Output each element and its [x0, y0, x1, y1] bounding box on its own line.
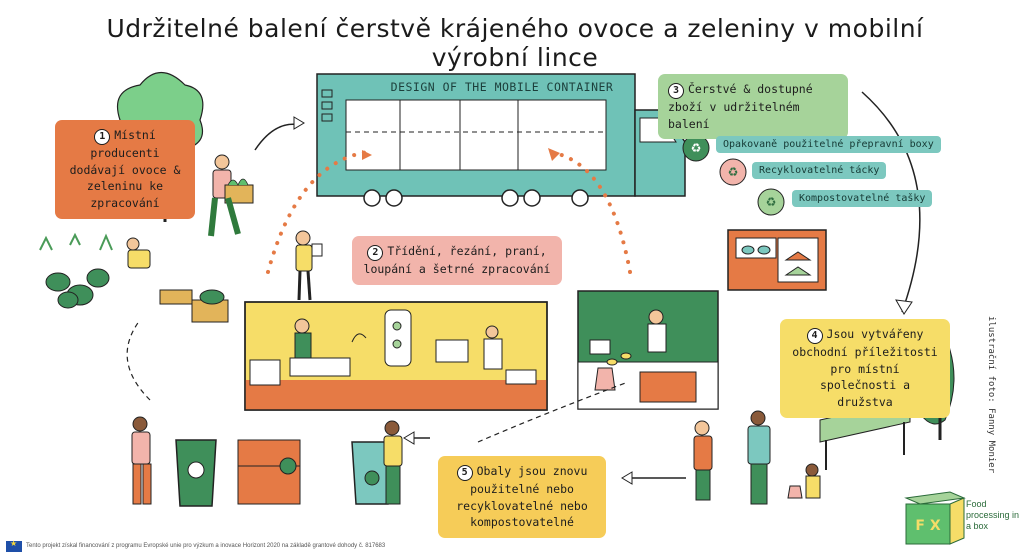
step-3-number: 3 [668, 83, 684, 99]
step-5-number: 5 [456, 465, 473, 481]
mobile-container-truck [316, 73, 686, 207]
tag-recyclable-trays: Recyklovatelné tácky [752, 162, 887, 179]
page-title: Udržitelné balení čerstvě krájeného ovoc… [106, 14, 924, 72]
step-4-number: 4 [806, 328, 823, 344]
dashed-arrow-left-loop [126, 319, 151, 401]
step-2-text: Třídění, řezání, praní, loupání a šetrné… [363, 244, 551, 276]
recycling-scene-left [131, 416, 301, 507]
recycle-icon: ♻ [691, 141, 702, 155]
processing-panel [244, 301, 548, 411]
shoppers [693, 410, 821, 505]
logo-text: Food processing in a box [966, 499, 1020, 531]
arrow-head-icon [293, 116, 305, 130]
arrow-head-icon-2 [895, 299, 913, 315]
container-label: DESIGN OF THE MOBILE CONTAINER [390, 80, 614, 94]
watermelon-field [39, 232, 229, 323]
fox-logo: F X [904, 491, 966, 545]
arrow-head-icon-3 [621, 471, 633, 485]
step-3-text: Čerstvé & dostupné zboží v udržitelném b… [668, 82, 813, 131]
step-4-text: Jsou vytvářeny obchodní příležitosti pro… [792, 327, 938, 410]
packing-panel [577, 290, 719, 410]
packaging-icons: ♻ ♻ ♻ [682, 134, 785, 216]
arrow-to-container [254, 123, 301, 151]
eu-flag-icon [6, 539, 22, 552]
funding-note: Tento projekt získal financování z progr… [26, 543, 386, 549]
svg-text:♻: ♻ [766, 195, 777, 209]
arrow-head-icon-4 [403, 431, 415, 445]
arrow-to-step4 [861, 91, 921, 313]
market-stall [727, 229, 827, 291]
tag-reusable-boxes: Opakovaně použitelné přepravní boxy [716, 136, 941, 153]
logo-mark: F X [915, 518, 940, 534]
dotted-arc-right [548, 150, 632, 274]
step-5-text: Obaly jsou znovu použitelné nebo recyklo… [456, 464, 588, 530]
photo-credit: ilustrační foto: Fanny Monier [986, 316, 996, 474]
svg-text:♻: ♻ [728, 165, 739, 179]
step-1-text: Místní producenti dodávají ovoce & zelen… [69, 128, 181, 211]
step-2-number: 2 [367, 245, 384, 261]
worker-with-clipboard [295, 230, 323, 301]
recycling-scene-middle [351, 420, 403, 505]
step-1-number: 1 [94, 129, 111, 145]
farmer-with-crate [208, 154, 254, 237]
tag-compostable-bags: Kompostovatelné tašky [792, 190, 933, 207]
